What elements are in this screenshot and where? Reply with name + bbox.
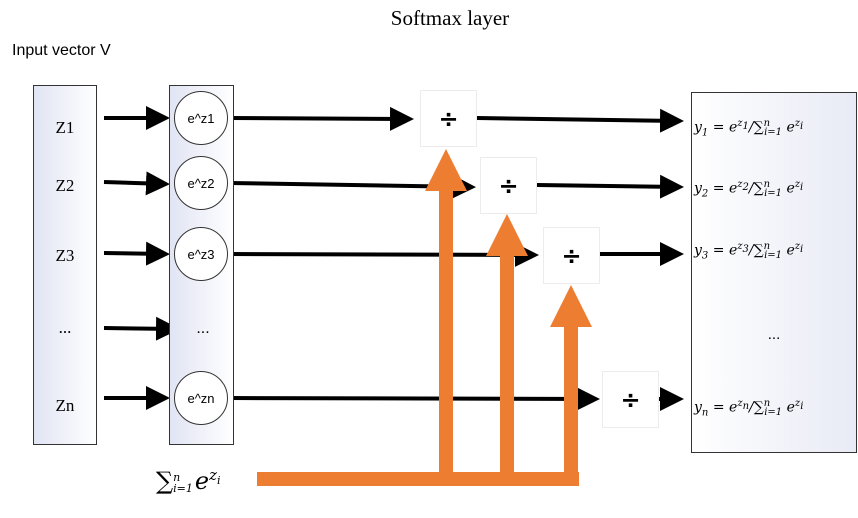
arrow-dots-to-exp bbox=[103, 316, 180, 341]
output-box bbox=[691, 92, 857, 453]
input-ellipsis: ... bbox=[58, 318, 72, 337]
divide-node-n: ÷ bbox=[602, 371, 659, 428]
input-z3: Z3 bbox=[55, 246, 75, 265]
diagram-title: Softmax layer bbox=[390, 6, 510, 30]
output-formula-1: y1 = ez1/∑ni=1 ezi bbox=[694, 118, 804, 139]
arrow-divide2-to-y2 bbox=[536, 174, 684, 199]
exp-node-2: e^z2 bbox=[174, 156, 228, 210]
input-zn: Zn bbox=[55, 396, 75, 415]
arrow-exp1-to-divide1 bbox=[229, 106, 414, 131]
exp-ellipsis: ... bbox=[196, 320, 210, 337]
arrow-z3-to-exp bbox=[103, 241, 170, 266]
output-formula-2: y2 = ez2/∑ni=1 ezi bbox=[694, 179, 804, 200]
divide-node-3: ÷ bbox=[543, 227, 600, 284]
arrow-divide1-to-y1 bbox=[476, 108, 684, 133]
input-vector-box: Z1 Z2 Z3 ... Zn bbox=[33, 85, 97, 445]
exp-node-1: e^z1 bbox=[174, 91, 228, 145]
input-z1: Z1 bbox=[55, 118, 75, 137]
input-vector-label: Input vector V bbox=[12, 42, 111, 59]
sum-symbol: ∑ bbox=[156, 467, 174, 495]
output-formula-3: y3 = ez3/∑ni=1 ezi bbox=[694, 241, 804, 262]
divide-node-2: ÷ bbox=[480, 157, 537, 214]
input-z2: Z2 bbox=[55, 176, 75, 195]
output-ellipsis: ... bbox=[767, 326, 781, 343]
output-formula-n: yn = ezn/∑ni=1 ezi bbox=[694, 398, 804, 419]
arrow-expn-to-dividen bbox=[229, 386, 600, 411]
exp-node-3: e^z3 bbox=[174, 227, 228, 281]
exp-node-n: e^zn bbox=[174, 371, 228, 425]
arrow-exp3-to-divide3 bbox=[229, 242, 539, 267]
arrow-z2-to-exp bbox=[103, 171, 170, 196]
divide-node-1: ÷ bbox=[420, 90, 477, 147]
